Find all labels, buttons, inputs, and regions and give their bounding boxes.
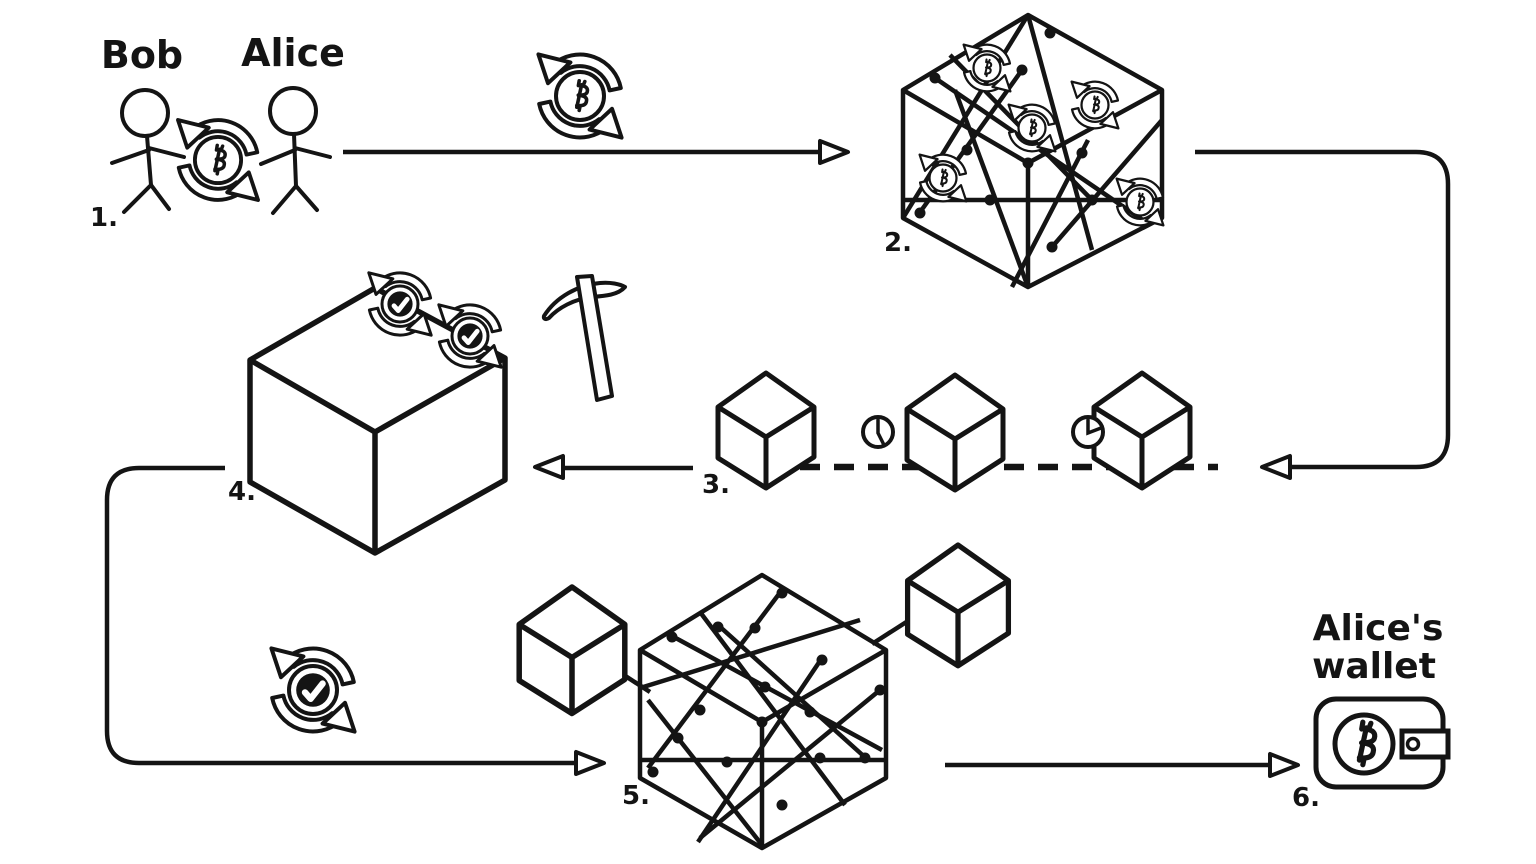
isometric-block-cube	[718, 373, 814, 488]
arrow-step1-to-step2	[343, 139, 850, 165]
verified-transaction-check-icon	[271, 648, 354, 731]
step3-number: 3.	[702, 470, 730, 500]
connector-step2-to-step3	[1195, 149, 1451, 480]
isometric-block-cube	[908, 545, 1009, 666]
node-mesh-network	[637, 572, 889, 851]
bitcoin-transaction-cycle-icon	[538, 54, 621, 137]
pickaxe-icon	[541, 274, 627, 402]
step4-block-mining: 4.	[228, 273, 627, 556]
large-block-cube-edges	[248, 355, 507, 553]
step2-network-broadcast: 2.	[884, 12, 1165, 290]
step4-number: 4.	[228, 477, 256, 507]
arrowhead-icon	[818, 139, 850, 165]
arrowhead-icon	[1268, 752, 1300, 778]
isometric-block-cube	[1094, 373, 1190, 488]
arrow-step3-to-step4	[533, 454, 693, 480]
isometric-block-cube	[907, 375, 1003, 490]
step6-alice-wallet: Alice's wallet 6.	[1292, 608, 1451, 813]
bob-label: Bob	[101, 33, 183, 77]
bob-stick-figure-icon	[110, 88, 186, 214]
connector-line	[1195, 149, 1451, 470]
wallet-title-line2: wallet	[1312, 646, 1436, 687]
step5-block-added-to-network: 5.	[519, 545, 1009, 851]
step2-number: 2.	[884, 228, 912, 258]
arrowhead-icon	[1260, 454, 1292, 480]
connector-line	[104, 465, 578, 766]
connector-step4-to-step5	[104, 465, 606, 776]
clock-icon	[1071, 415, 1105, 449]
bitcoin-transaction-cycle-icon	[964, 45, 1011, 92]
network-node-dots	[647, 587, 886, 811]
step3-pending-block-queue: 3.	[702, 373, 1218, 500]
bitcoin-transaction-cycle-icon	[178, 120, 258, 200]
bitcoin-transaction-cycle-icon	[1072, 82, 1119, 129]
step1-number: 1.	[90, 203, 118, 233]
wallet-title-line1: Alice's	[1313, 608, 1444, 649]
step1-transaction-between-users: Bob Alice 1.	[90, 31, 345, 233]
node-mesh-network	[900, 12, 1165, 290]
alice-label: Alice	[241, 31, 345, 75]
network-node-dots	[914, 27, 1098, 253]
arrow-step5-to-step6	[945, 752, 1300, 778]
wallet-clasp-button	[1405, 736, 1421, 752]
arrowhead-icon	[574, 750, 606, 776]
bitcoin-wallet-icon	[1313, 696, 1451, 790]
step5-number: 5.	[622, 781, 650, 811]
alice-stick-figure-icon	[259, 86, 332, 215]
clock-icon	[861, 415, 895, 449]
step6-number: 6.	[1292, 783, 1320, 813]
isometric-block-cube	[519, 587, 625, 714]
arrowhead-icon	[533, 454, 565, 480]
bitcoin-transaction-cycle-icon	[1009, 105, 1056, 152]
